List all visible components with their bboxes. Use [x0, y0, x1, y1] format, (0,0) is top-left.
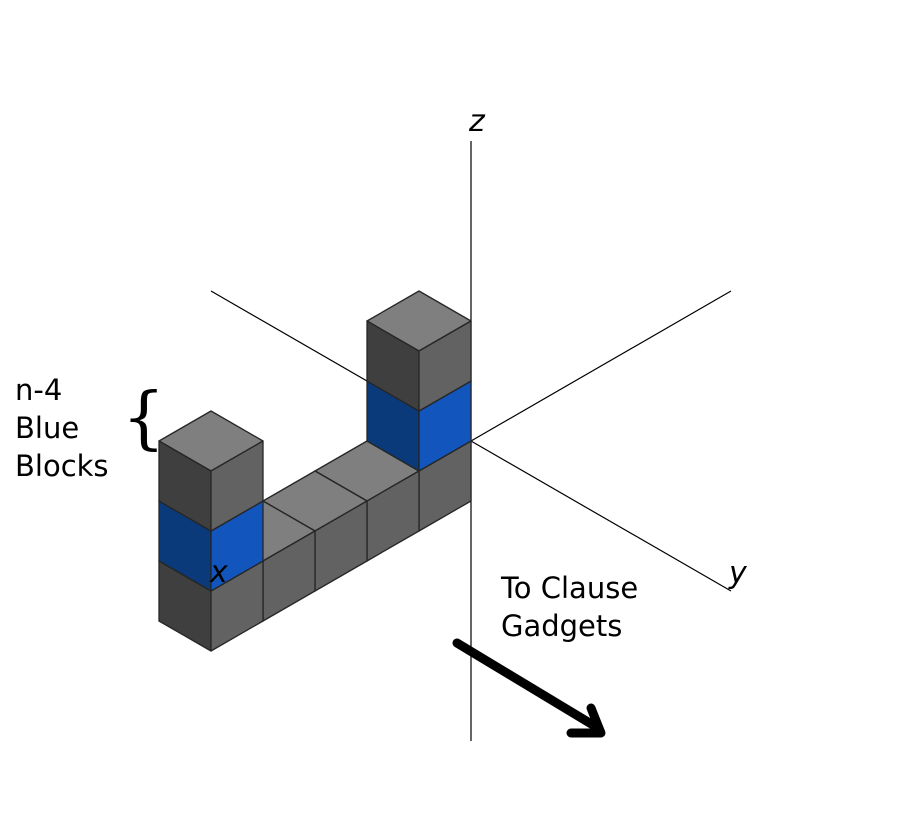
y-axis-positive-line — [470, 290, 732, 442]
curly-brace: { — [122, 379, 165, 458]
blue-blocks-suffix-label: Blocks — [15, 449, 109, 483]
y-axis-negative-line — [470, 440, 732, 592]
arrow-shaft — [452, 638, 598, 730]
direction-arrow — [452, 638, 606, 738]
clause-gadgets-line1: To Clause — [500, 571, 638, 605]
cube-gray — [366, 290, 472, 412]
y-axis-label: y — [728, 556, 748, 591]
z-axis-label: z — [468, 104, 486, 139]
x-axis-label: x — [209, 555, 228, 590]
blue-blocks-word-label: Blue — [15, 411, 79, 445]
cube-right-face — [418, 320, 472, 412]
block-structure — [158, 290, 472, 652]
clause-gadgets-line2: Gadgets — [501, 609, 622, 643]
blue-blocks-count-label: n-4 — [15, 373, 62, 407]
arrow-head — [566, 703, 606, 738]
cube-right-face — [210, 440, 264, 532]
cube-gray — [158, 410, 264, 532]
